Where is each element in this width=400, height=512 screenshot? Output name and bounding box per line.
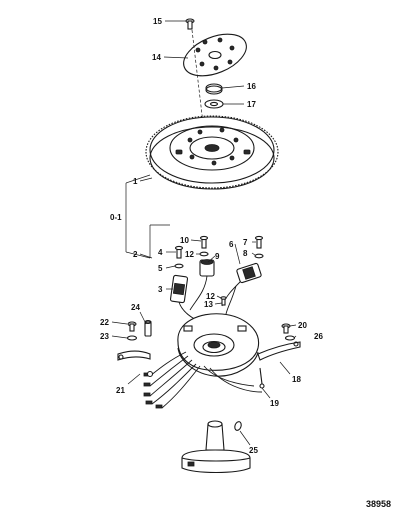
pin-part-19 [259, 367, 265, 389]
plate-part-14 [183, 33, 247, 77]
callout-1: 1 [133, 177, 138, 186]
stator-plate-part-2 [177, 313, 260, 377]
callout-19: 19 [270, 399, 279, 408]
figure-number: 38958 [366, 499, 391, 509]
washer-part-23 [126, 335, 138, 341]
mount-base [181, 420, 251, 473]
callout-23: 23 [100, 332, 109, 341]
washer-part-12 [199, 251, 209, 257]
callout-12-lower: 12 [206, 292, 215, 301]
group-bracket [125, 174, 170, 259]
trigger-part-9 [189, 259, 215, 311]
callout-13: 13 [204, 300, 213, 309]
screw-part-10 [199, 235, 209, 249]
washer-part-17 [204, 99, 224, 109]
callout-6: 6 [229, 240, 234, 249]
callout-4: 4 [158, 248, 163, 257]
callout-8: 8 [243, 249, 248, 258]
screw-part-7 [254, 235, 264, 249]
callout-5: 5 [158, 264, 163, 273]
callout-21: 21 [116, 386, 125, 395]
screw-part-15 [185, 18, 195, 30]
callout-16: 16 [247, 82, 256, 91]
callout-0-1: 0-1 [110, 213, 122, 222]
flywheel-part-1 [145, 115, 279, 190]
link-part-18 [257, 341, 301, 361]
nut-part-16 [205, 83, 223, 95]
coil-part-3 [169, 274, 201, 323]
leader-lines [111, 20, 297, 446]
callout-24: 24 [131, 303, 140, 312]
callout-15: 15 [153, 17, 162, 26]
key-part-25 [234, 421, 242, 431]
callout-2: 2 [133, 250, 138, 259]
washer-part-8 [254, 253, 264, 259]
screw-part-20 [281, 323, 291, 334]
callout-22: 22 [100, 318, 109, 327]
washer-part-26 [284, 335, 296, 341]
harness-part-11 [143, 351, 263, 409]
link-part-21 [117, 350, 151, 361]
washer-part-5 [174, 263, 184, 269]
callout-labels: 15 14 16 17 1 0-1 2 4 5 3 10 12 9 6 7 8 … [100, 17, 323, 455]
screw-part-13 [220, 296, 227, 306]
callout-17: 17 [247, 100, 256, 109]
callout-25: 25 [249, 446, 258, 455]
callout-14: 14 [152, 53, 161, 62]
screw-part-4 [174, 245, 184, 259]
fitting-part-24 [144, 320, 152, 337]
callout-10: 10 [180, 236, 189, 245]
callout-9: 9 [215, 252, 220, 261]
callout-26: 26 [314, 332, 323, 341]
callout-3: 3 [158, 285, 163, 294]
callout-18: 18 [292, 375, 301, 384]
coil-part-6 [221, 262, 262, 315]
callout-12-upper: 12 [185, 250, 194, 259]
callout-20: 20 [298, 321, 307, 330]
callout-7: 7 [243, 238, 248, 247]
screw-part-22 [127, 321, 137, 332]
